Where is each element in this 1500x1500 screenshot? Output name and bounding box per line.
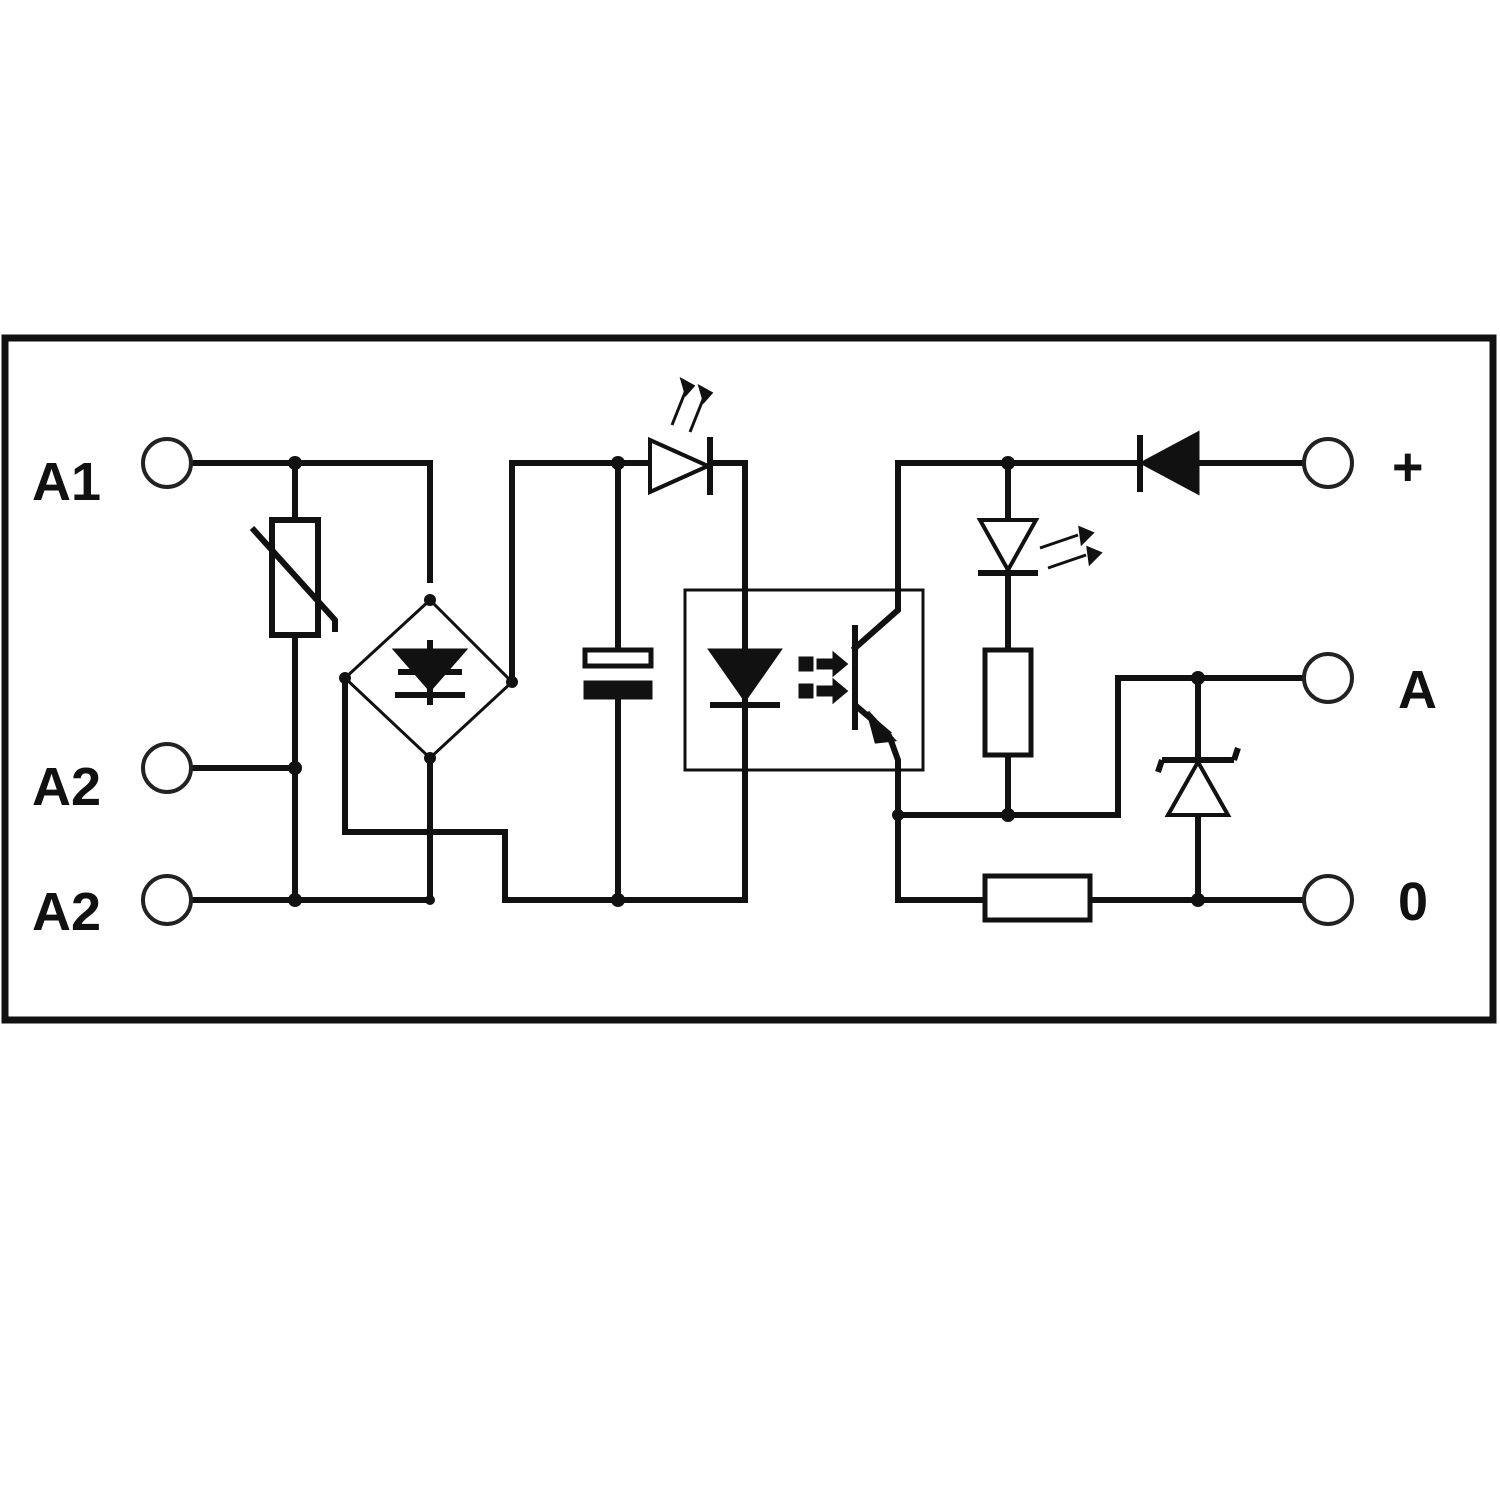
label-a1: A1 — [32, 452, 101, 512]
input-status-led — [648, 376, 714, 496]
label-a2-upper: A2 — [32, 757, 101, 817]
terminal-a2-lower[interactable]: A2 — [32, 874, 193, 942]
terminal-a2-upper[interactable]: A2 — [32, 742, 193, 817]
capacitor — [582, 647, 654, 700]
terminal-circle-plus[interactable] — [1302, 437, 1354, 489]
module-frame — [1, 334, 1497, 1024]
terminal-circle-a2-upper[interactable] — [141, 742, 193, 794]
led-resistor — [982, 647, 1034, 758]
varistor — [249, 517, 338, 638]
input-junctions — [288, 456, 625, 907]
input-wiring — [187, 460, 748, 903]
bridge-rectifier — [342, 597, 515, 761]
terminal-circle-zero[interactable] — [1302, 874, 1354, 926]
label-plus: + — [1392, 437, 1424, 497]
output-status-led — [976, 518, 1103, 576]
suppressor-diode — [1155, 747, 1241, 817]
output-resistor — [982, 873, 1093, 923]
label-zero: 0 — [1398, 872, 1428, 932]
terminal-zero[interactable]: 0 — [1302, 872, 1428, 932]
output-wiring — [886, 460, 1306, 903]
terminal-circle-a1[interactable] — [141, 437, 193, 489]
terminal-circle-a2-lower[interactable] — [141, 874, 193, 926]
terminal-plus[interactable]: + — [1302, 437, 1424, 497]
label-a2-lower: A2 — [32, 882, 101, 942]
terminal-circle-a[interactable] — [1302, 652, 1354, 704]
output-junctions — [892, 456, 1205, 907]
label-a: A — [1398, 660, 1437, 720]
protection-diode — [1137, 430, 1200, 496]
terminal-a1[interactable]: A1 — [32, 437, 193, 512]
optocoupler — [683, 587, 925, 772]
terminal-a[interactable]: A — [1302, 652, 1437, 720]
